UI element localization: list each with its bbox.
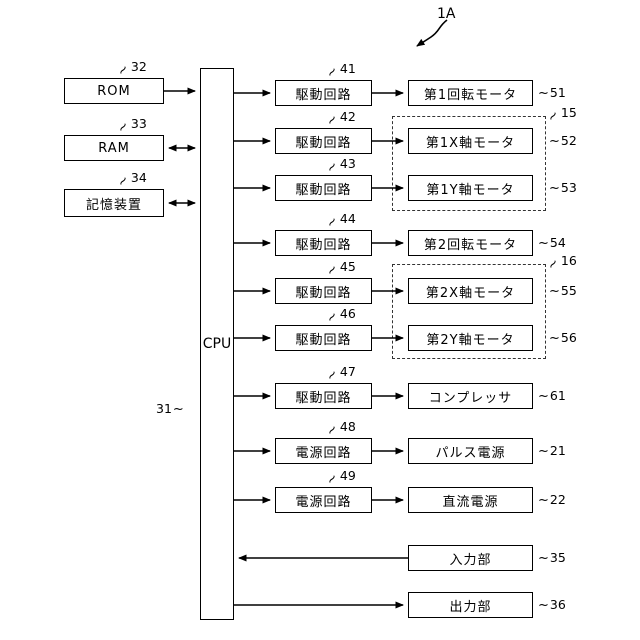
device-box-61: コンプレッサ bbox=[408, 383, 533, 409]
ref-label-35: ~35 bbox=[538, 550, 566, 566]
ref-label-52: ~52 bbox=[549, 133, 577, 149]
ref-label-51: ~51 bbox=[538, 85, 566, 101]
input-block: 入力部 bbox=[408, 545, 533, 571]
tilde-connector: ~ bbox=[172, 402, 184, 417]
output-block: 出力部 bbox=[408, 592, 533, 618]
ref-label-36: ~36 bbox=[538, 597, 566, 613]
ref-label-42: ~42 bbox=[323, 109, 356, 130]
device-box-53: 第1Y軸モータ bbox=[408, 175, 533, 201]
circuit-box-42: 駆動回路 bbox=[275, 128, 372, 154]
ref-label-48: ~48 bbox=[323, 419, 356, 440]
device-box-56: 第2Y軸モータ bbox=[408, 325, 533, 351]
circuit-box-45: 駆動回路 bbox=[275, 278, 372, 304]
ref-label-49: ~49 bbox=[323, 468, 356, 489]
ref-label-cpu: 31~ bbox=[156, 401, 184, 417]
ref-label-55: ~55 bbox=[549, 283, 577, 299]
ref-label-ram: ~33 bbox=[114, 116, 147, 137]
circuit-box-48: 電源回路 bbox=[275, 438, 372, 464]
device-box-55: 第2X軸モータ bbox=[408, 278, 533, 304]
ref-label-46: ~46 bbox=[323, 306, 356, 327]
ref-label-45: ~45 bbox=[323, 259, 356, 280]
ref-label-44: ~44 bbox=[323, 211, 356, 232]
circuit-box-41: 駆動回路 bbox=[275, 80, 372, 106]
device-box-52: 第1X軸モータ bbox=[408, 128, 533, 154]
tilde-connector: ~ bbox=[549, 134, 560, 149]
ref-label-storage: ~34 bbox=[114, 170, 147, 191]
ref-label-54: ~54 bbox=[538, 235, 566, 251]
cpu-block: CPU bbox=[200, 68, 234, 620]
tilde-connector: ~ bbox=[538, 551, 549, 566]
tilde-connector: ~ bbox=[549, 331, 560, 346]
ref-label-47: ~47 bbox=[323, 364, 356, 385]
device-box-21: パルス電源 bbox=[408, 438, 533, 464]
circuit-box-47: 駆動回路 bbox=[275, 383, 372, 409]
ref-label-43: ~43 bbox=[323, 156, 356, 177]
ref-label-group-16: ~16 bbox=[544, 253, 577, 274]
tilde-connector: ~ bbox=[538, 389, 549, 404]
device-box-22: 直流電源 bbox=[408, 487, 533, 513]
tilde-connector: ~ bbox=[549, 181, 560, 196]
ref-label-22: ~22 bbox=[538, 492, 566, 508]
tilde-connector: ~ bbox=[538, 444, 549, 459]
ram-block: RAM bbox=[64, 135, 164, 161]
tilde-connector: ~ bbox=[549, 284, 560, 299]
storage-block: 記憶装置 bbox=[64, 189, 164, 217]
ref-label-41: ~41 bbox=[323, 61, 356, 82]
ref-label-61: ~61 bbox=[538, 388, 566, 404]
tilde-connector: ~ bbox=[538, 236, 549, 251]
group-box-16 bbox=[392, 264, 546, 359]
ref-label-21: ~21 bbox=[538, 443, 566, 459]
tilde-connector: ~ bbox=[538, 86, 549, 101]
ref-label-group-15: ~15 bbox=[544, 105, 577, 126]
ref-label-rom: ~32 bbox=[114, 59, 147, 80]
group-box-15 bbox=[392, 116, 546, 211]
circuit-box-49: 電源回路 bbox=[275, 487, 372, 513]
circuit-box-46: 駆動回路 bbox=[275, 325, 372, 351]
rom-block: ROM bbox=[64, 78, 164, 104]
device-box-54: 第2回転モータ bbox=[408, 230, 533, 256]
circuit-box-43: 駆動回路 bbox=[275, 175, 372, 201]
tilde-connector: ~ bbox=[538, 493, 549, 508]
circuit-box-44: 駆動回路 bbox=[275, 230, 372, 256]
figure-label: 1A bbox=[437, 6, 456, 22]
device-box-51: 第1回転モータ bbox=[408, 80, 533, 106]
ref-label-53: ~53 bbox=[549, 180, 577, 196]
ref-label-56: ~56 bbox=[549, 330, 577, 346]
tilde-connector: ~ bbox=[538, 598, 549, 613]
